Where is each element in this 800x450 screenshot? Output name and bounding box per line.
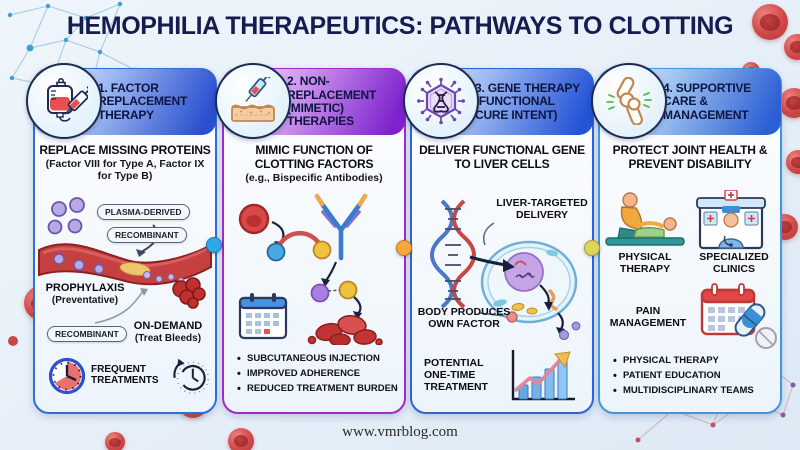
list-item: MULTIDISCIPLINARY TEAMS — [612, 385, 776, 398]
panel-non-replacement: 2. NON-REPLACEMENT (MIMETIC) THERAPIES M… — [215, 63, 406, 414]
list-item: PATIENT EDUCATION — [612, 370, 776, 383]
panel3-subtitle: DELIVER FUNCTIONAL GENE TO LIVER CELLS — [419, 143, 585, 171]
connector-dot-1 — [206, 237, 222, 253]
red-blood-cell-decoration — [105, 432, 125, 450]
page-title: HEMOPHILIA THERAPEUTICS: PATHWAYS TO CLO… — [66, 12, 734, 40]
recombinant-label-bottom: RECOMBINANT — [47, 326, 127, 342]
panel1-subtitle: REPLACE MISSING PROTEINS — [39, 143, 211, 157]
repeat-clock-icon — [173, 358, 209, 394]
panel2-subtitle-note: (e.g., Bispecific Antibodies) — [245, 172, 383, 184]
prophylaxis-note: (Preventative) — [51, 295, 119, 306]
viral-vector-icon — [417, 77, 465, 125]
panel2-bullet-list: SUBCUTANEOUS INJECTION IMPROVED ADHERENC… — [236, 350, 400, 399]
rising-chart-icon — [511, 350, 575, 401]
pain-management-label: PAIN MANAGEMENT — [609, 305, 687, 329]
prophylaxis-label: PROPHYLAXIS — [45, 282, 125, 294]
red-blood-cell-decoration — [779, 88, 800, 118]
list-item: IMPROVED ADHERENCE — [236, 368, 400, 381]
supportive-care-illustration — [605, 190, 777, 349]
list-item: PHYSICAL THERAPY — [612, 355, 776, 368]
website-url: www.vmrblog.com — [342, 424, 458, 440]
on-demand-note: (Treat Bleeds) — [134, 333, 202, 344]
list-item: REDUCED TREATMENT BURDEN — [236, 383, 400, 396]
connector-dot-3 — [584, 240, 600, 256]
panel2-title: 2. NON-REPLACEMENT (MIMETIC) THERAPIES — [287, 74, 377, 129]
subcutaneous-syringe-icon — [231, 77, 275, 122]
panel1-badge — [26, 63, 102, 139]
panel1-subtitle-note: (Factor VIII for Type A, Factor IX for T… — [45, 158, 205, 182]
gene-delivery-illustration — [430, 199, 581, 340]
body-produces-label: BODY PRODUCES OWN FACTOR — [417, 306, 511, 330]
one-time-treatment-label: POTENTIAL ONE-TIME TREATMENT — [424, 357, 488, 393]
connector-dot-2 — [396, 240, 412, 256]
mimetic-mechanism-illustration — [238, 193, 383, 345]
panel2-subtitle: MIMIC FUNCTION OF CLOTTING FACTORS — [254, 143, 374, 171]
panel4-badge — [591, 63, 667, 139]
knee-joint-icon — [606, 77, 652, 125]
red-dot-decoration — [8, 336, 18, 346]
frequent-treatments-label: FREQUENT TREATMENTS — [91, 364, 159, 387]
liver-targeted-label: LIVER-TARGETED DELIVERY — [496, 197, 588, 221]
panel-gene-therapy: 3. GENE THERAPY (FUNCTIONAL CURE INTENT) — [403, 63, 594, 414]
plasma-derived-label: PLASMA-DERIVED — [97, 204, 190, 220]
panel-factor-replacement: 1. FACTOR REPLACEMENT THERAPY R — [26, 63, 217, 414]
red-blood-cell-decoration — [228, 428, 254, 450]
panel4-subtitle: PROTECT JOINT HEALTH & PREVENT DISABILIT… — [612, 143, 768, 171]
on-demand-label: ON-DEMAND — [133, 320, 203, 332]
red-blood-cell-decoration — [786, 150, 800, 174]
panel3-badge — [403, 63, 479, 139]
recombinant-label-top: RECOMBINANT — [107, 227, 187, 243]
panel3-title: 3. GENE THERAPY (FUNCTIONAL CURE INTENT) — [475, 80, 580, 122]
panel4-bullet-list: PHYSICAL THERAPY PATIENT EDUCATION MULTI… — [612, 352, 776, 401]
specialized-clinics-label: SPECIALIZED CLINICS — [699, 251, 769, 275]
panel2-badge — [215, 63, 291, 139]
physical-therapy-label: PHYSICAL THERAPY — [618, 251, 672, 275]
clock-icon — [48, 357, 86, 395]
panel1-title: 1. FACTOR REPLACEMENT THERAPY — [98, 80, 188, 122]
red-blood-cell-decoration — [752, 4, 788, 40]
panel4-title: 4. SUPPORTIVE CARE & MANAGEMENT — [663, 80, 752, 122]
panel-supportive-care: 4. SUPPORTIVE CARE & MANAGEMENT PROTECT … — [591, 63, 782, 414]
list-item: SUBCUTANEOUS INJECTION — [236, 353, 400, 366]
red-blood-cell-decoration — [784, 34, 800, 60]
iv-bag-syringe-icon — [47, 77, 88, 122]
